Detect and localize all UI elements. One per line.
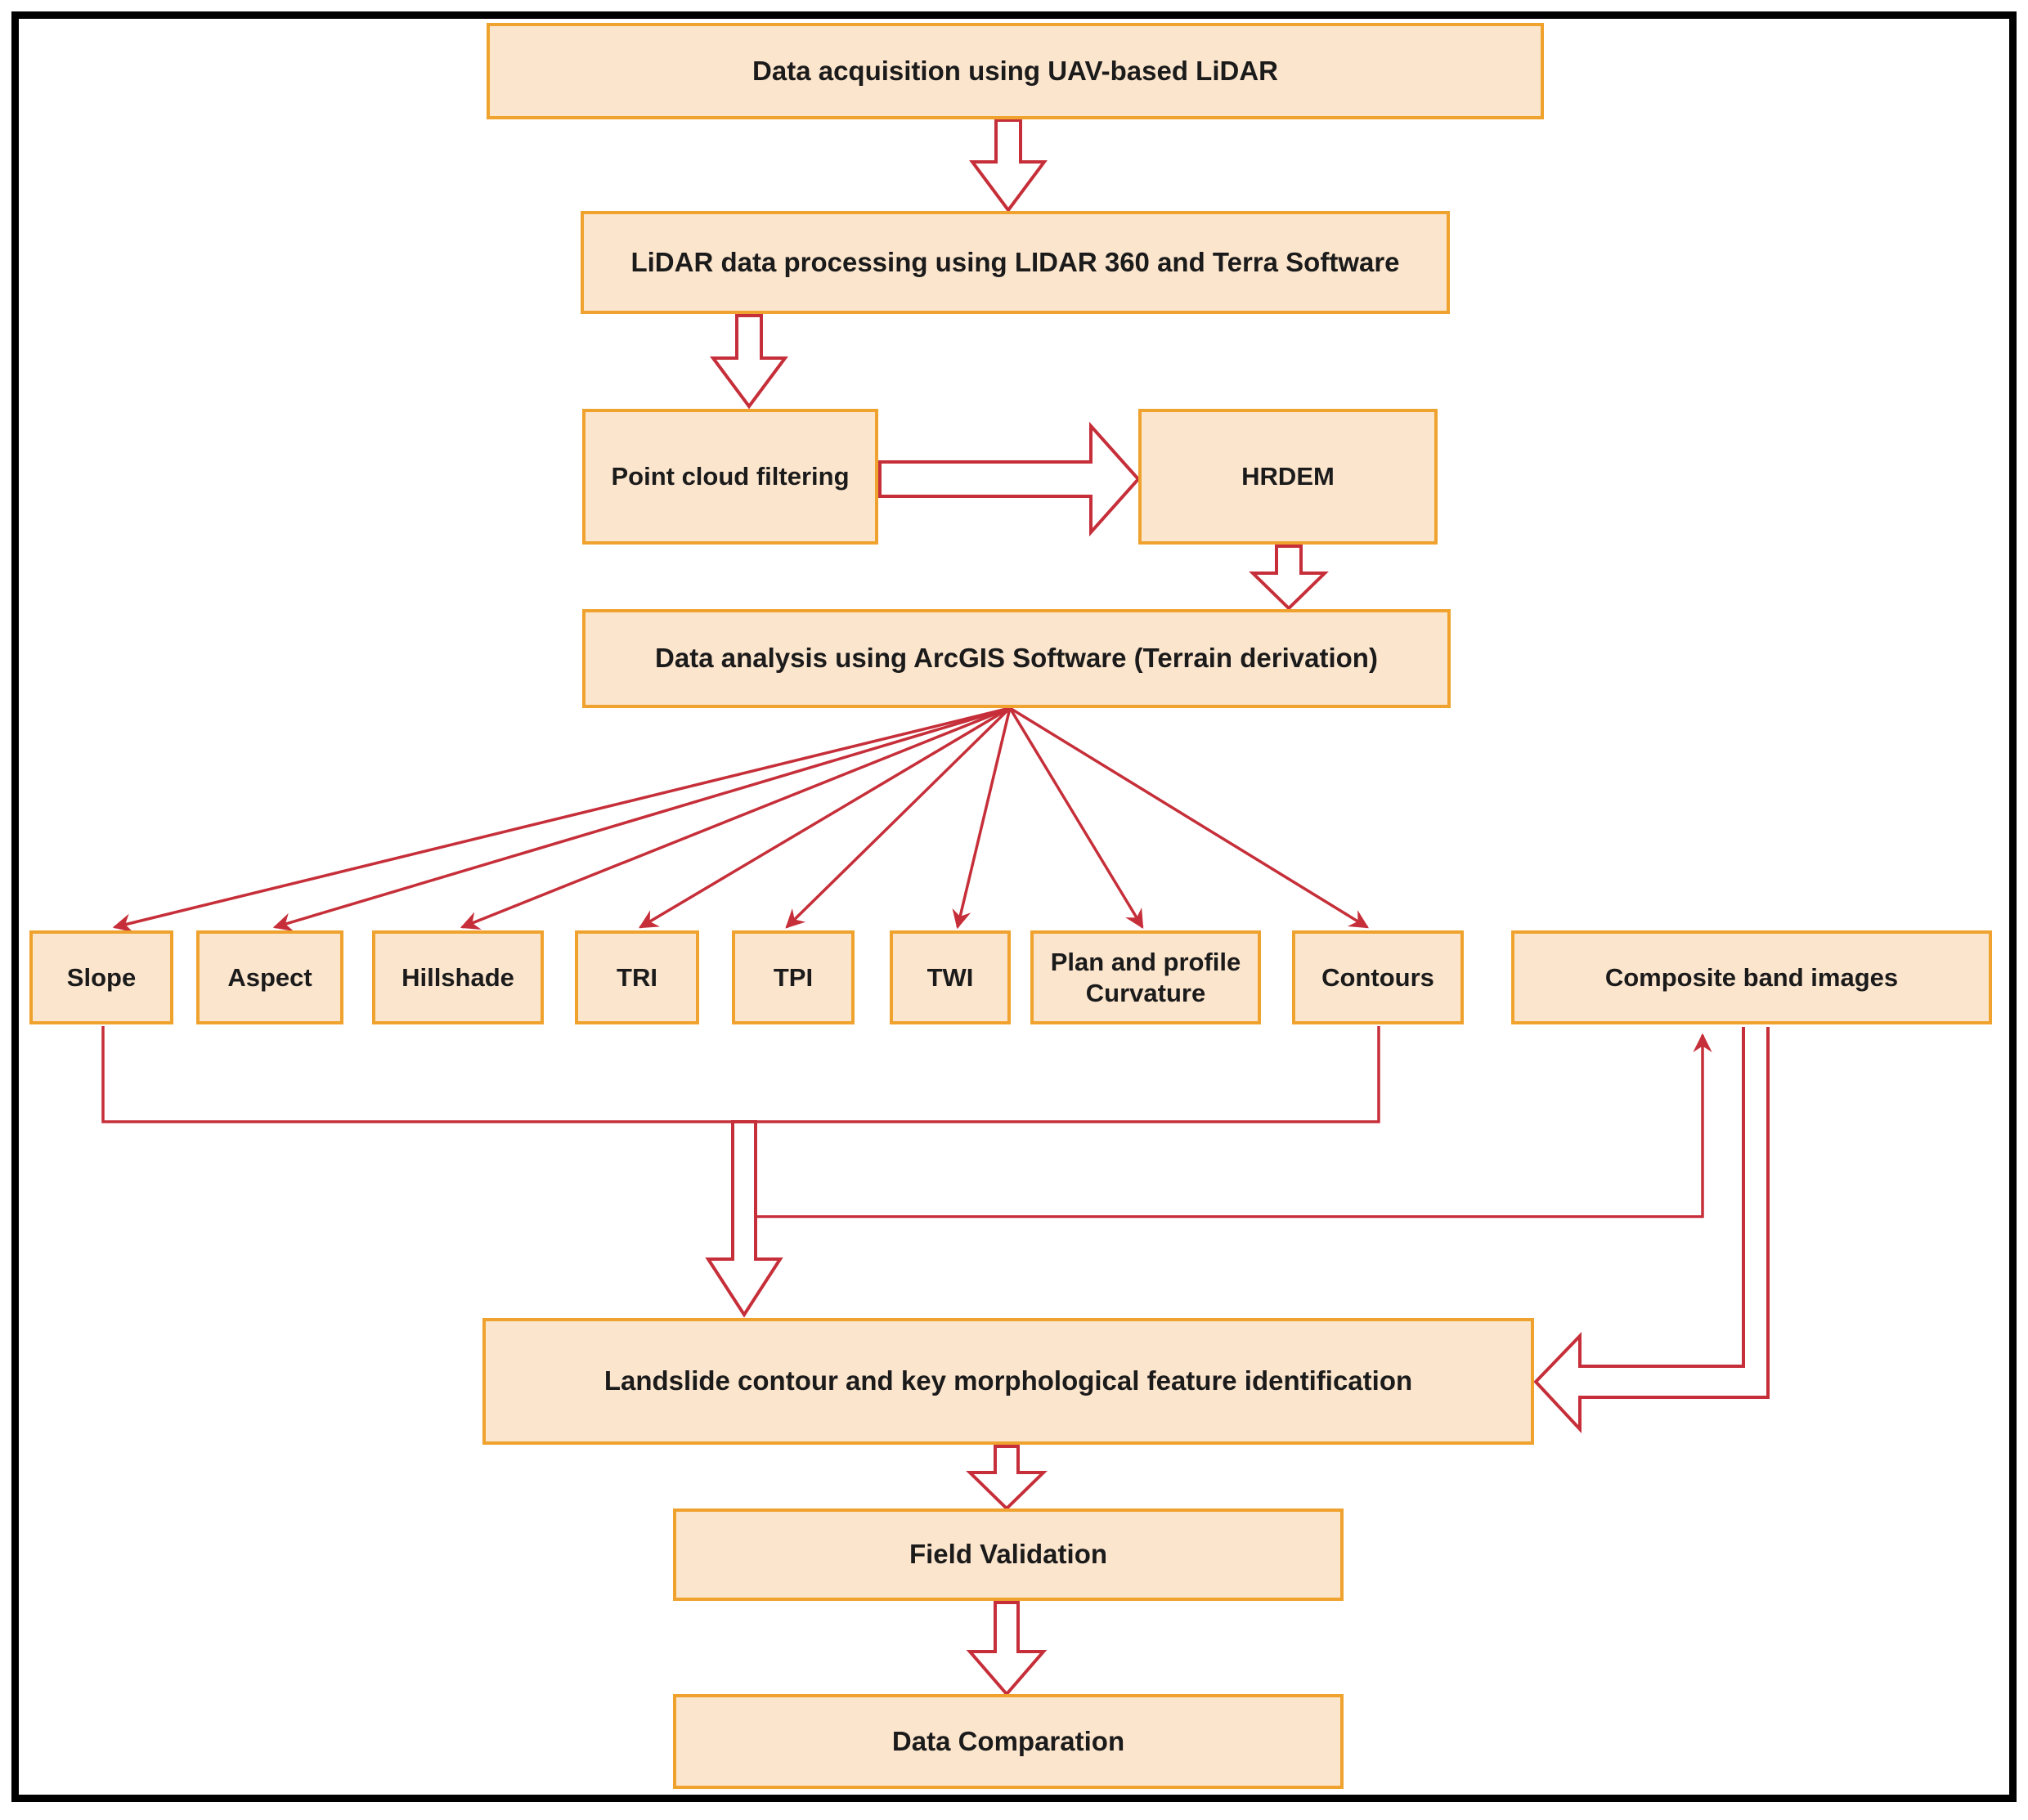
edge-fieldvalidation-to-comparation — [966, 1601, 1048, 1697]
edge-analysis-to-tri — [638, 706, 1011, 929]
node-label: Field Validation — [909, 1539, 1108, 1570]
node-composite-band-images: Composite band images — [1511, 930, 1992, 1024]
node-field-validation: Field Validation — [673, 1508, 1344, 1601]
node-landslide-identification: Landslide contour and key morphological … — [482, 1318, 1534, 1445]
node-label: HRDEM — [1241, 462, 1335, 491]
edge-collector-line — [101, 1026, 1380, 1123]
edge-analysis-to-aspect — [272, 706, 1011, 932]
node-label: TWI — [927, 962, 974, 992]
node-hillshade: Hillshade — [372, 930, 544, 1024]
node-label: Aspect — [227, 962, 312, 992]
node-data-analysis: Data analysis using ArcGIS Software (Ter… — [582, 609, 1451, 708]
node-tri: TRI — [575, 930, 699, 1024]
edge-hrdem-to-analysis — [1249, 545, 1329, 611]
node-lidar-processing: LiDAR data processing using LIDAR 360 an… — [581, 211, 1450, 314]
node-contours: Contours — [1292, 930, 1464, 1024]
node-plan-profile-curvature: Plan and profile Curvature — [1030, 930, 1261, 1024]
node-label: Landslide contour and key morphological … — [603, 1365, 1413, 1396]
node-label: Data analysis using ArcGIS Software (Ter… — [655, 643, 1378, 674]
node-label: TPI — [773, 962, 814, 992]
node-label: Hillshade — [402, 962, 514, 992]
node-data-acquisition: Data acquisition using UAV-based LiDAR — [487, 23, 1544, 119]
edge-analysis-to-hillshade — [460, 706, 1011, 930]
edge-identification-to-fieldvalidation — [966, 1445, 1048, 1511]
edge-composite-to-identification — [1533, 1027, 1770, 1434]
edge-acquisition-to-processing — [969, 119, 1048, 213]
node-tpi: TPI — [732, 930, 855, 1024]
node-label: TRI — [617, 962, 657, 992]
edge-collector-to-identification — [705, 1120, 783, 1318]
edge-pointcloud-to-hrdem — [878, 421, 1141, 537]
node-slope: Slope — [29, 930, 173, 1024]
node-data-comparation: Data Comparation — [673, 1694, 1344, 1789]
edge-analysis-to-slope — [112, 706, 1011, 933]
node-label: Data acquisition using UAV-based LiDAR — [752, 55, 1278, 86]
edge-analysis-to-twi — [952, 707, 1012, 930]
node-twi: TWI — [890, 930, 1011, 1024]
edge-analysis-to-tpi — [785, 706, 1012, 929]
node-label: Contours — [1321, 962, 1434, 992]
node-label: LiDAR data processing using LIDAR 360 an… — [630, 246, 1400, 277]
node-label: Data Comparation — [891, 1725, 1125, 1756]
outer-frame — [11, 11, 2017, 1802]
node-aspect: Aspect — [196, 930, 343, 1024]
node-label: Point cloud filtering — [611, 462, 850, 491]
node-point-cloud-filtering: Point cloud filtering — [582, 409, 878, 545]
edge-collector-to-composite — [757, 1033, 1712, 1218]
node-label: Composite band images — [1604, 962, 1899, 992]
edge-processing-to-pointcloud — [710, 314, 788, 410]
edge-analysis-to-curvature — [1008, 707, 1144, 929]
node-label: Plan and profile Curvature — [1050, 947, 1241, 1007]
node-hrdem: HRDEM — [1138, 409, 1438, 545]
edge-analysis-to-contours — [1009, 706, 1369, 929]
node-label: Slope — [66, 962, 137, 992]
